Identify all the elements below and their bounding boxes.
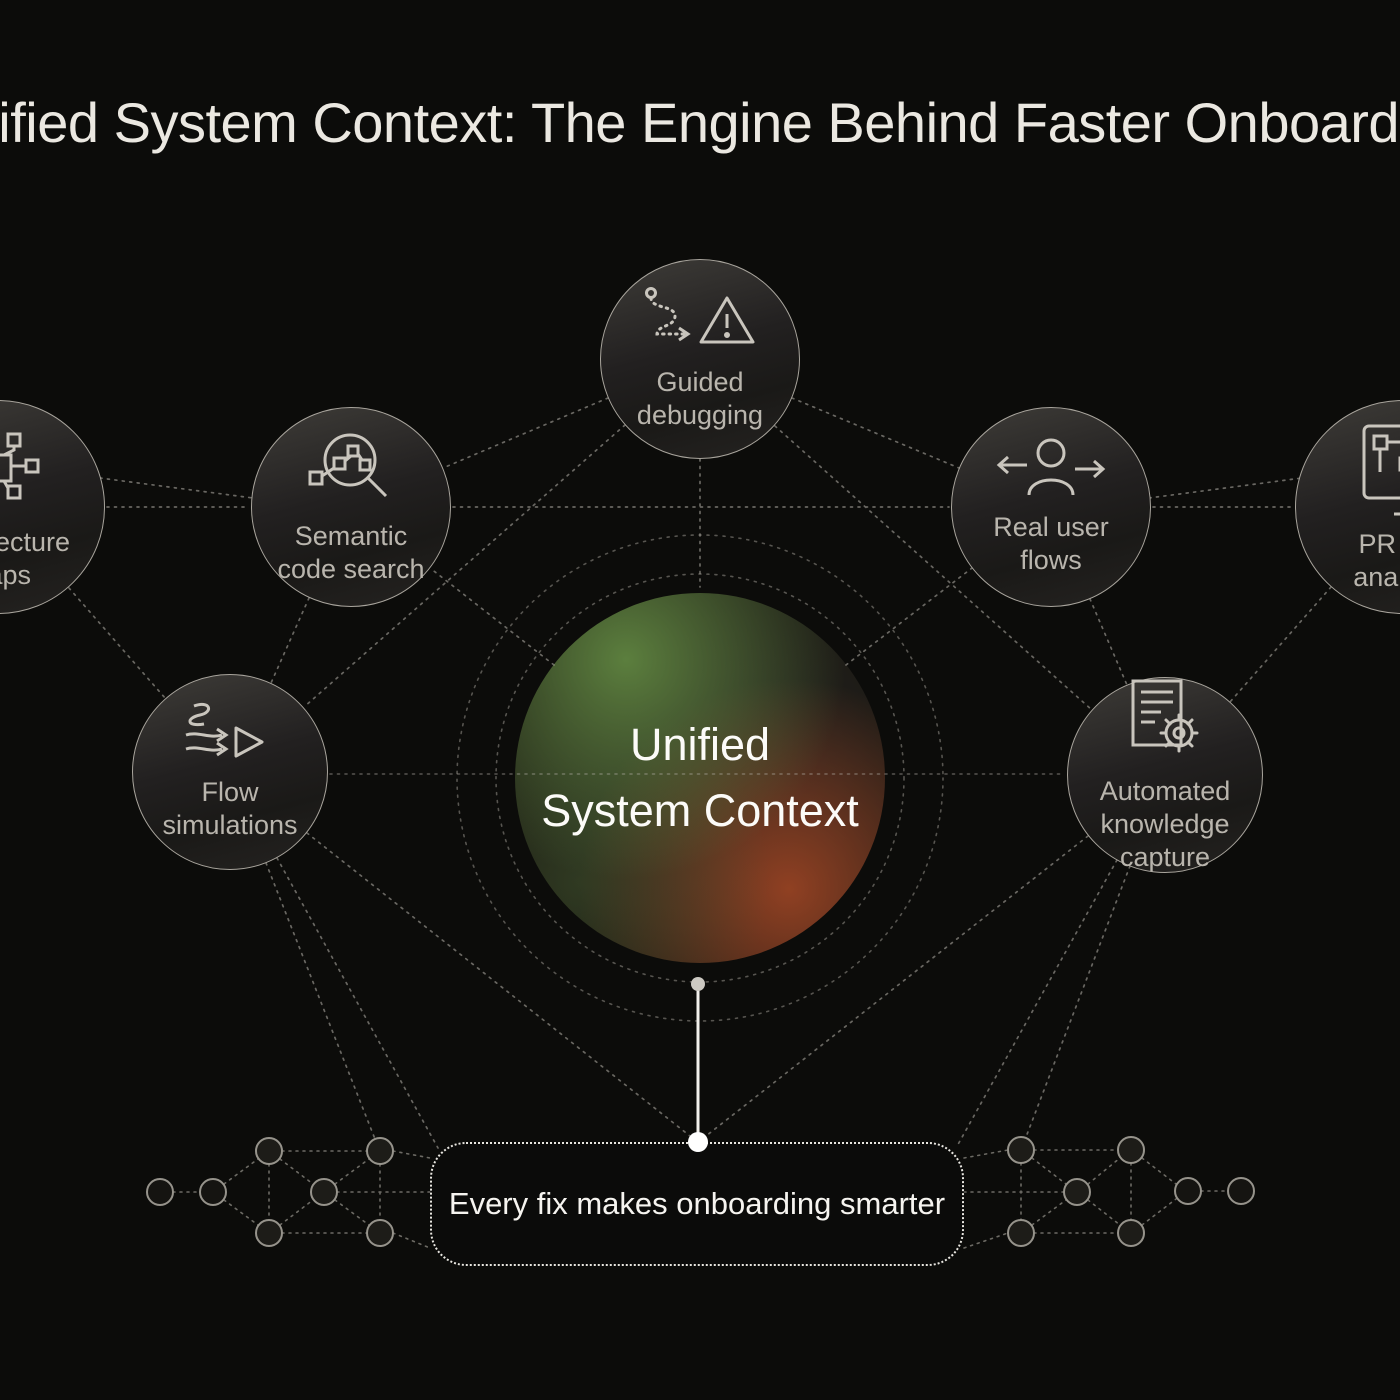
central-sphere-label: Unified System Context (515, 593, 885, 963)
automated-knowledge-capture-icon (1131, 679, 1199, 752)
node-label: Semantic code search (277, 521, 425, 584)
flow-simulations-icon (185, 702, 264, 758)
connector-top-dot (691, 977, 705, 991)
banner-text: Every fix makes onboarding smarter (448, 1186, 946, 1221)
semantic-code-search-icon (308, 433, 388, 498)
node-real-user-flows: Real user flows (951, 407, 1151, 607)
real-user-flows-icon (996, 438, 1106, 496)
node-automated-knowledge-capture: Automated knowledge capture (1067, 677, 1263, 873)
node-label: Real user flows (993, 512, 1109, 575)
node-semantic-code-search: Semantic code search (251, 407, 451, 607)
node-label: Architecture maps (0, 527, 71, 590)
left-network (172, 1150, 431, 1249)
pr-risk-analysis-icon (1362, 424, 1400, 516)
node-guided-debugging: Guided debugging (600, 259, 800, 459)
architecture-maps-icon (0, 432, 40, 500)
node-label: PR risk analysis (1353, 529, 1400, 592)
right-network (963, 1149, 1229, 1249)
connector-bottom-dot (688, 1132, 708, 1152)
node-label: Automated knowledge capture (1099, 775, 1231, 872)
central-label-line1: Unified (629, 719, 771, 770)
guided-debugging-icon (645, 287, 755, 344)
node-label: Guided debugging (636, 367, 764, 430)
node-label: Flow simulations (162, 777, 298, 840)
node-flow-simulations: Flow simulations (132, 674, 328, 870)
central-sphere (515, 593, 885, 963)
banner-box: Every fix makes onboarding smarter (430, 1142, 964, 1266)
page-title: Unified System Context: The Engine Behin… (0, 91, 1400, 154)
central-label-line2: System Context (541, 785, 859, 836)
